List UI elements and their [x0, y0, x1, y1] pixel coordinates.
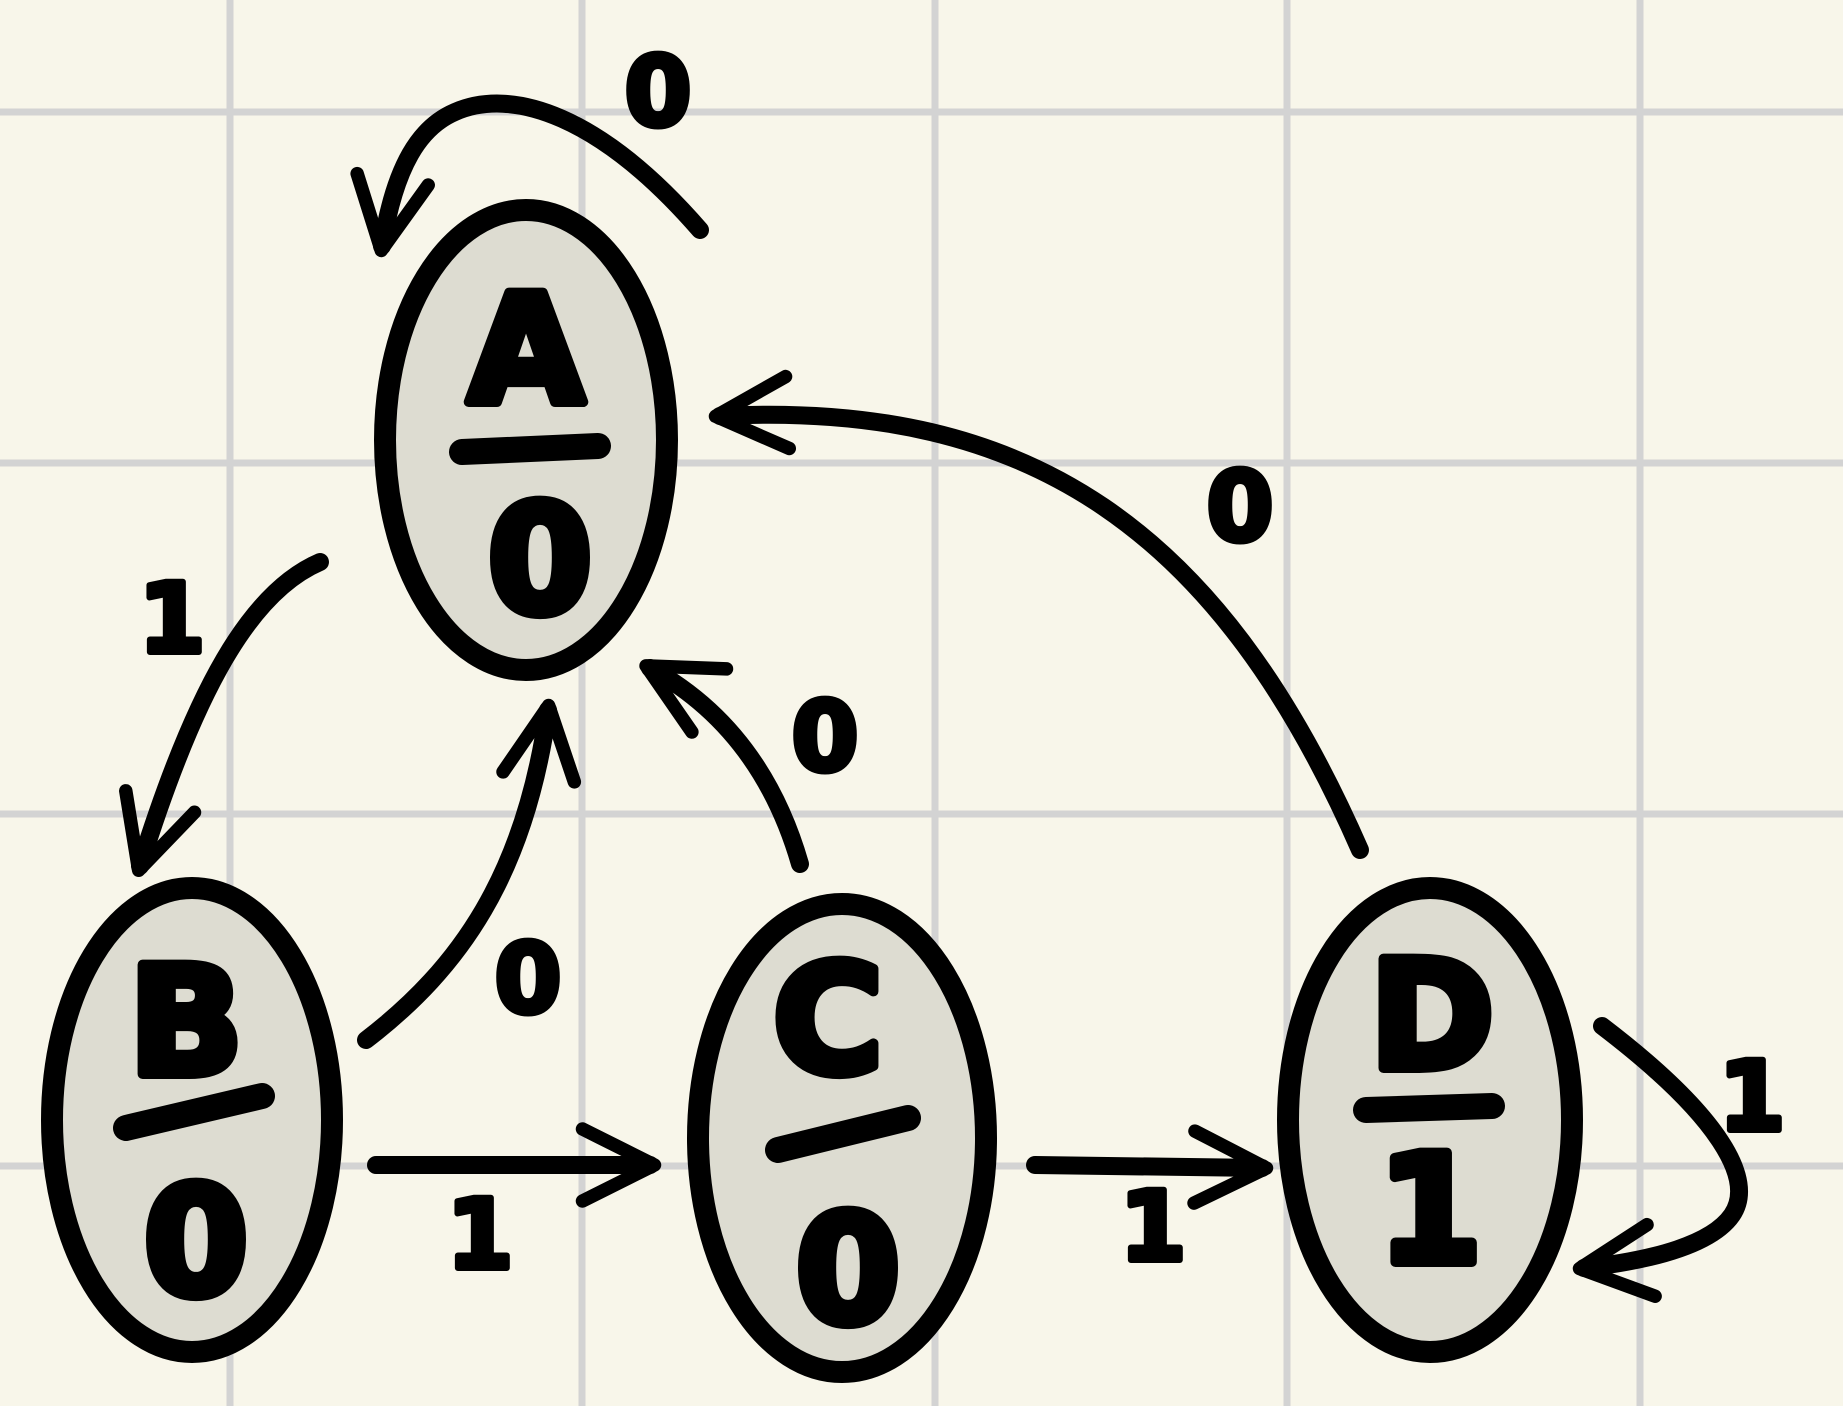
state-A-name: A	[468, 264, 584, 438]
state-C: C 0	[687, 893, 997, 1383]
transition-D-A-arrow	[708, 369, 1369, 859]
transition-D-A-label: 0	[1207, 451, 1274, 563]
state-B: B 0	[41, 877, 343, 1363]
transition-B-A-label: 0	[495, 923, 562, 1035]
state-A-divider	[449, 433, 611, 465]
transition-C-D-label: 1	[1120, 1171, 1187, 1283]
transition-A-B-arrow	[119, 553, 329, 878]
state-A-output: 0	[488, 474, 592, 648]
state-A: A 0	[374, 199, 678, 681]
state-B-name: B	[129, 936, 243, 1110]
state-D: D 1	[1277, 877, 1583, 1363]
transition-A-B-label: 1	[139, 563, 206, 675]
transition-labels: 0 1 0 1 0 1 0 1	[136, 33, 1789, 1294]
state-D-output: 1	[1378, 1124, 1482, 1298]
transition-B-A-arrow	[357, 698, 582, 1049]
state-C-name: C	[773, 934, 883, 1108]
transition-C-D-arrow	[1026, 1124, 1274, 1210]
transition-D-D-label: 1	[1719, 1041, 1786, 1153]
state-B-output: 0	[144, 1156, 248, 1330]
transition-C-A-arrow	[639, 659, 809, 873]
transition-B-C-label: 1	[447, 1179, 514, 1291]
transition-D-D-arrow	[1572, 1017, 1748, 1303]
state-D-divider	[1353, 1093, 1505, 1123]
transition-A-A-arrow	[350, 94, 709, 258]
state-D-name: D	[1370, 930, 1495, 1104]
state-C-divider	[765, 1105, 921, 1163]
transitions	[119, 94, 1748, 1303]
state-C-output: 0	[796, 1184, 900, 1358]
transition-A-A-label: 0	[625, 36, 692, 148]
transition-C-A-label: 0	[792, 681, 859, 793]
state-B-divider	[113, 1083, 275, 1141]
